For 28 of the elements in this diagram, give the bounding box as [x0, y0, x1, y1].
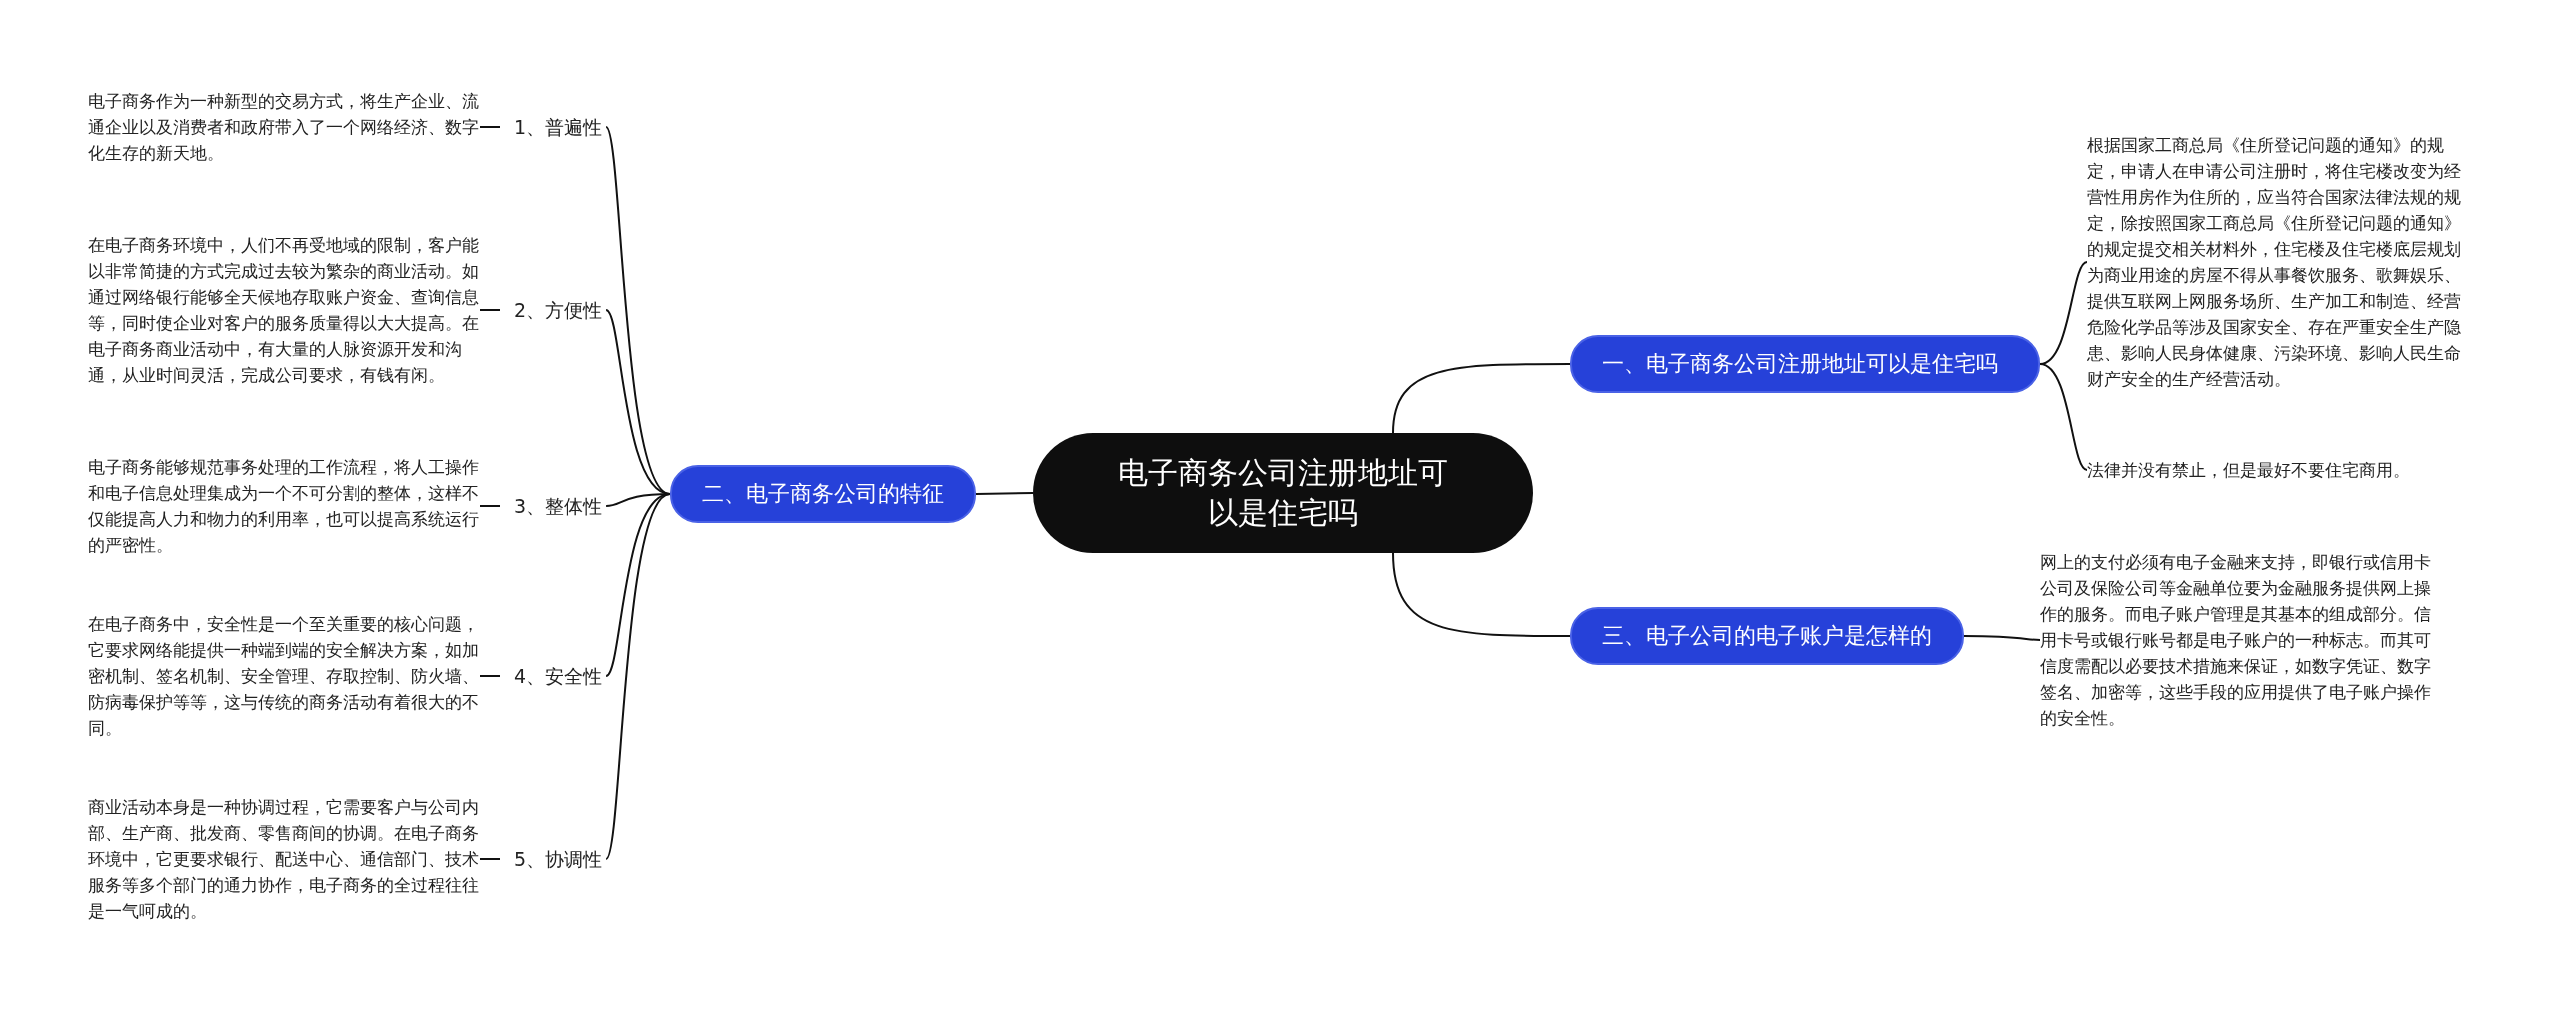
- central-topic: 电子商务公司注册地址可以是住宅吗: [1033, 433, 1533, 553]
- subtopic-label: 4、安全性: [500, 661, 607, 691]
- subtopic-label: 2、方便性: [500, 295, 607, 325]
- branch-topic: 一、电子商务公司注册地址可以是住宅吗: [1570, 335, 2040, 393]
- subtopic-label: 1、普遍性: [500, 112, 607, 142]
- detail-text: 在电子商务环境中，人们不再受地域的限制，客户能以非常简捷的方式完成过去较为繁杂的商业活动。如通过网络银行能够全天候地存取账户资金、查询信息等，同时使企业对客户的服务质量得以大大提高。在电子商务商业活动中，有大量的人脉资源开发和沟通，从业时间灵活，完成公司要求，有钱有闲。: [88, 232, 480, 388]
- connector-line: [479, 505, 501, 507]
- subtopic-label: 3、整体性: [500, 491, 607, 521]
- connector-line: [479, 126, 501, 128]
- branch-topic: 二、电子商务公司的特征: [670, 465, 976, 523]
- connector-line: [1392, 363, 1571, 434]
- connector-line: [1392, 552, 1571, 637]
- detail-text: 电子商务能够规范事务处理的工作流程，将人工操作和电子信息处理集成为一个不可分割的整体，这样不仅能提高人力和物力的利用率，也可以提高系统运行的严密性。: [88, 454, 480, 558]
- connector-line: [975, 492, 1034, 495]
- connector-line: [479, 858, 501, 860]
- connector-line: [2039, 363, 2088, 471]
- detail-text: 网上的支付必须有电子金融来支持，即银行或信用卡公司及保险公司等金融单位要为金融服务提供网上操作的服务。而电子账户管理是其基本的组成部分。信用卡号或银行账号都是电子账户的一种标志。而其可信度需配以必要技术措施来保证，如数字凭证、数字签名、加密等，这些手段的应用提供了电子账户操作的安全性。: [2040, 549, 2432, 731]
- connector-line: [605, 493, 671, 860]
- detail-text: 法律并没有禁止，但是最好不要住宅商用。: [2087, 457, 2477, 483]
- connector-line: [1963, 635, 2041, 641]
- detail-text: 根据国家工商总局《住所登记问题的通知》的规定，申请人在申请公司注册时，将住宅楼改变为经营性用房作为住所的，应当符合国家法律法规的规定，除按照国家工商总局《住所登记问题的通知》的规定提交相关材料外，住宅楼及住宅楼底层规划为商业用途的房屋不得从事餐饮服务、歌舞娱乐、提供互联网上网服务场所、生产加工和制造、经营危险化学品等涉及国家安全、存在严重安全生产隐患、影响人民身体健康、污染环境、影响人民生命财产安全的生产经营活动。: [2087, 132, 2477, 392]
- detail-text: 商业活动本身是一种协调过程，它需要客户与公司内部、生产商、批发商、零售商间的协调。在电子商务环境中，它更要求银行、配送中心、通信部门、技术服务等多个部门的通力协作，电子商务的全过程往往是一气呵成的。: [88, 794, 480, 924]
- subtopic-label: 5、协调性: [500, 844, 607, 874]
- connector-line: [479, 675, 501, 677]
- detail-text: 在电子商务中，安全性是一个至关重要的核心问题，它要求网络能提供一种端到端的安全解决方案，如加密机制、签名机制、安全管理、存取控制、防火墙、防病毒保护等等，这与传统的商务活动有着很大的不同。: [88, 611, 480, 741]
- connector-line: [479, 309, 501, 311]
- branch-topic: 三、电子公司的电子账户是怎样的: [1570, 607, 1964, 665]
- detail-text: 电子商务作为一种新型的交易方式，将生产企业、流通企业以及消费者和政府带入了一个网络经济、数字化生存的新天地。: [88, 88, 480, 166]
